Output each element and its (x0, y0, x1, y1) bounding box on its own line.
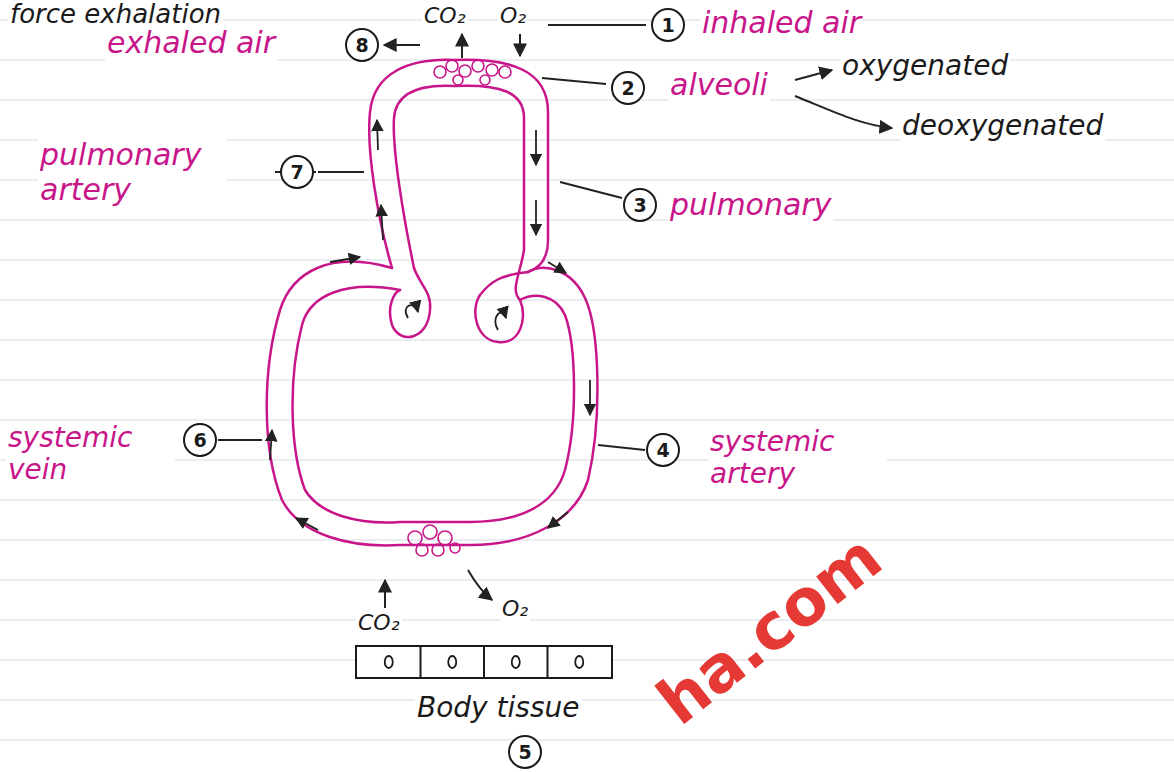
part-label: alveoli (668, 68, 770, 103)
gas-label: O₂ (498, 3, 528, 28)
callout-circle: 4 (646, 433, 680, 467)
vessel-label: pulmonary (668, 188, 833, 223)
callout-number: 2 (621, 79, 634, 98)
watermark: ha.com (643, 519, 898, 741)
gas-label: O₂ (500, 596, 530, 621)
vessel-label: pulmonary artery (38, 138, 227, 207)
capillary-bed (408, 525, 460, 556)
callout-circle: 3 (623, 188, 657, 222)
vessel-label: systemic artery (708, 426, 887, 490)
blood-vessels (267, 60, 598, 546)
cell-wall (547, 647, 549, 677)
callout-number: 3 (633, 196, 646, 215)
callout-number: 4 (656, 441, 669, 460)
gas-label: CO₂ (356, 610, 402, 635)
ruled-line (0, 499, 1174, 500)
ruled-line (0, 539, 1174, 540)
flow-arrows (270, 120, 590, 530)
ruled-line (0, 619, 1174, 620)
vessel-label: systemic vein (6, 422, 175, 486)
ruled-line (0, 579, 1174, 580)
ruled-line (0, 259, 1174, 260)
callout-circle: 8 (345, 28, 379, 62)
tissue-box: Body tissue (355, 645, 613, 724)
ruled-line (0, 739, 1174, 740)
callout-number: 8 (355, 36, 368, 55)
cell-nucleus (385, 656, 393, 668)
ruled-line (0, 459, 1174, 460)
callout-circle: 5 (508, 735, 542, 769)
callout-circle: 7 (280, 155, 314, 189)
ruled-line (0, 219, 1174, 220)
cell-nucleus (512, 656, 520, 668)
callout-number: 6 (193, 431, 206, 450)
tissue-label: Body tissue (415, 691, 582, 724)
ruled-lines (0, 20, 1174, 740)
cell-wall (420, 647, 422, 677)
callout-number: 7 (290, 163, 303, 182)
ruled-line (0, 699, 1174, 700)
note: deoxygenated (900, 110, 1105, 142)
alveoli-cluster (434, 60, 511, 85)
air-label: inhaled air (700, 6, 863, 41)
leader-lines (218, 25, 892, 608)
ruled-line (0, 379, 1174, 380)
callout-circle: 1 (651, 8, 685, 42)
note: oxygenated (840, 50, 1010, 82)
cell-drawing (357, 647, 611, 677)
air-label: exhaled air (105, 26, 277, 61)
callout-number: 5 (518, 743, 531, 762)
cell-nucleus (448, 656, 456, 668)
ruled-line (0, 419, 1174, 420)
cell-wall (483, 647, 485, 677)
callout-number: 1 (661, 16, 674, 35)
callout-circle: 6 (183, 423, 217, 457)
gas-label: CO₂ (422, 3, 468, 28)
callout-circle: 2 (611, 71, 645, 105)
ruled-line (0, 339, 1174, 340)
ruled-line (0, 99, 1174, 100)
cell-nucleus (575, 656, 583, 668)
cell-row (355, 645, 613, 679)
